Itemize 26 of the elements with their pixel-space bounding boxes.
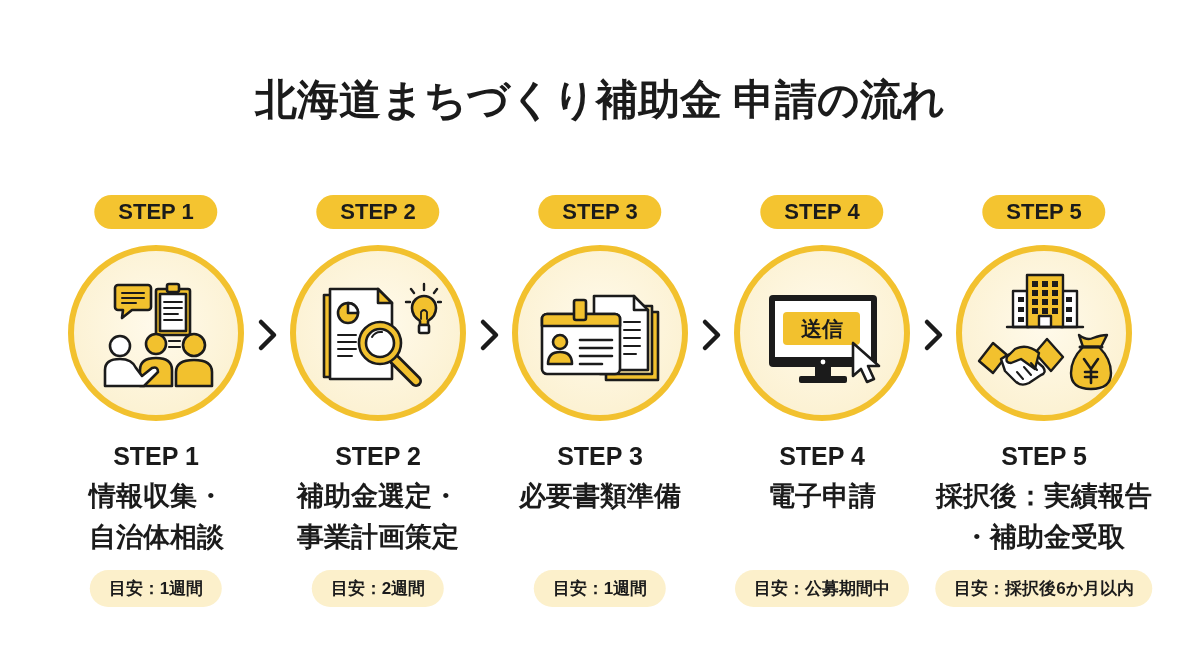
step-description: 電子申請 xyxy=(767,480,877,513)
chevron-arrow xyxy=(258,319,277,351)
duration-tag: 目安：1週間 xyxy=(89,570,223,607)
step-badge: STEP 4 xyxy=(760,195,884,229)
step-badge: STEP 1 xyxy=(94,195,218,229)
title: 北海道まちづくり補助金 申請の流れ xyxy=(254,75,946,125)
step-badge: STEP 2 xyxy=(316,195,440,229)
step-heading: STEP 3 xyxy=(557,441,643,472)
step-badge: STEP 3 xyxy=(538,195,662,229)
step-description: 必要書類準備 xyxy=(518,480,682,513)
step-description: 採択後：実績報告・補助金受取 xyxy=(934,480,1153,554)
step-heading: STEP 1 xyxy=(113,441,199,472)
step-description: 補助金選定・事業計画策定 xyxy=(295,480,460,554)
duration-tag: 目安：公募期間中 xyxy=(735,570,909,607)
send-button: 送信 xyxy=(783,312,860,345)
step-heading: STEP 4 xyxy=(779,441,865,472)
duration-tag: 目安：採択後6か月以内 xyxy=(935,570,1153,607)
step-description: 情報収集・自治体相談 xyxy=(87,480,225,554)
step-heading: STEP 2 xyxy=(335,441,421,472)
step-badge: STEP 5 xyxy=(982,195,1106,229)
duration-tag: 目安：2週間 xyxy=(311,570,445,607)
chevron-arrow xyxy=(480,319,499,351)
chevron-arrow xyxy=(702,319,721,351)
chevron-arrow xyxy=(924,319,943,351)
duration-tag: 目安：1週間 xyxy=(533,570,667,607)
step-heading: STEP 5 xyxy=(1001,441,1087,472)
